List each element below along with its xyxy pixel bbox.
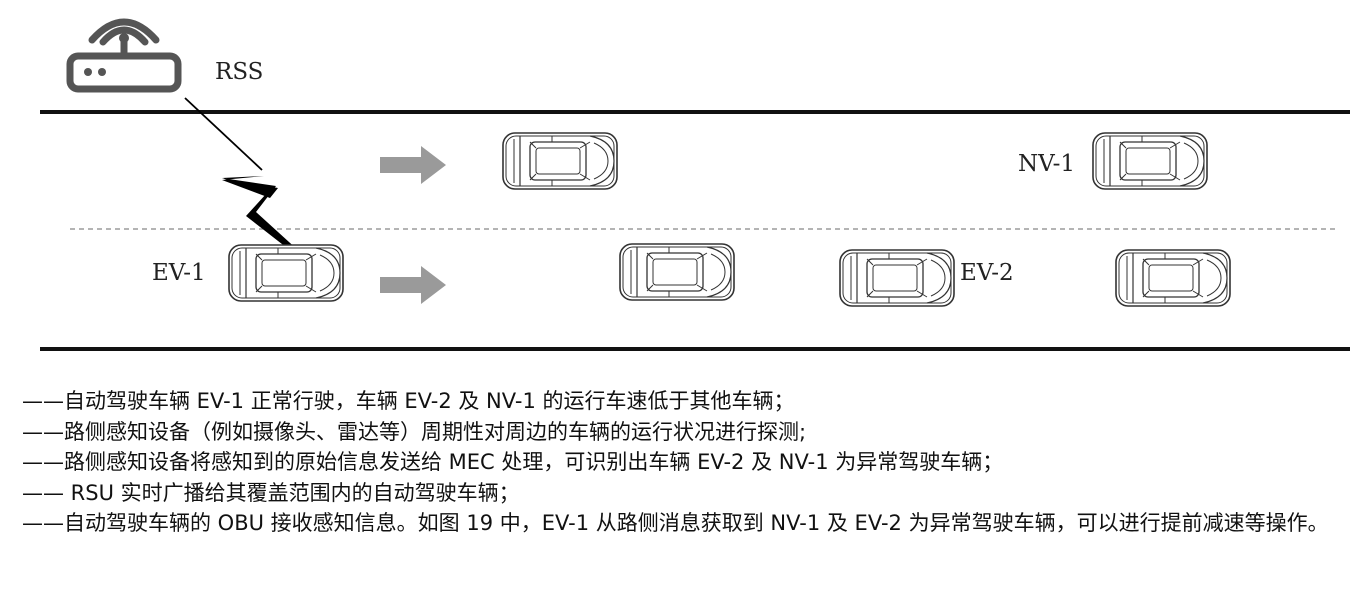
car-ev2: [839, 249, 955, 307]
traffic-diagram: RSS NV-1 EV-1 EV-2: [40, 18, 1350, 351]
note-line-5: ——自动驾驶车辆的 OBU 接收感知信息。如图 19 中，EV-1 从路侧消息获…: [22, 511, 1329, 535]
car-bottom-right: [1115, 249, 1231, 307]
description-notes: ——自动驾驶车辆 EV-1 正常行驶，车辆 EV-2 及 NV-1 的运行车速低…: [22, 386, 1342, 539]
label-ev1: EV-1: [152, 260, 206, 286]
car-ev1: [228, 244, 344, 302]
router-icon: [66, 18, 182, 93]
lightning-signal: [184, 96, 300, 255]
label-nv1: NV-1: [1018, 151, 1075, 177]
note-line-1: ——自动驾驶车辆 EV-1 正常行驶，车辆 EV-2 及 NV-1 的运行车速低…: [22, 389, 795, 413]
rss-label: RSS: [215, 59, 263, 85]
note-line-2: ——路侧感知设备（例如摄像头、雷达等）周期性对周边的车辆的运行状况进行探测;: [22, 419, 807, 444]
car-bottom-mid: [619, 243, 735, 301]
note-line-4: —— RSU 实时广播给其覆盖范围内的自动驾驶车辆；: [22, 480, 520, 505]
car-nv1: [1092, 132, 1208, 190]
label-ev2: EV-2: [960, 260, 1014, 286]
note-line-3: ——路侧感知设备将感知到的原始信息发送给 MEC 处理，可识别出车辆 EV-2 …: [22, 450, 1004, 474]
direction-arrow-bottom: [380, 266, 446, 304]
direction-arrow-top: [380, 146, 446, 184]
car-top-left: [502, 132, 618, 190]
